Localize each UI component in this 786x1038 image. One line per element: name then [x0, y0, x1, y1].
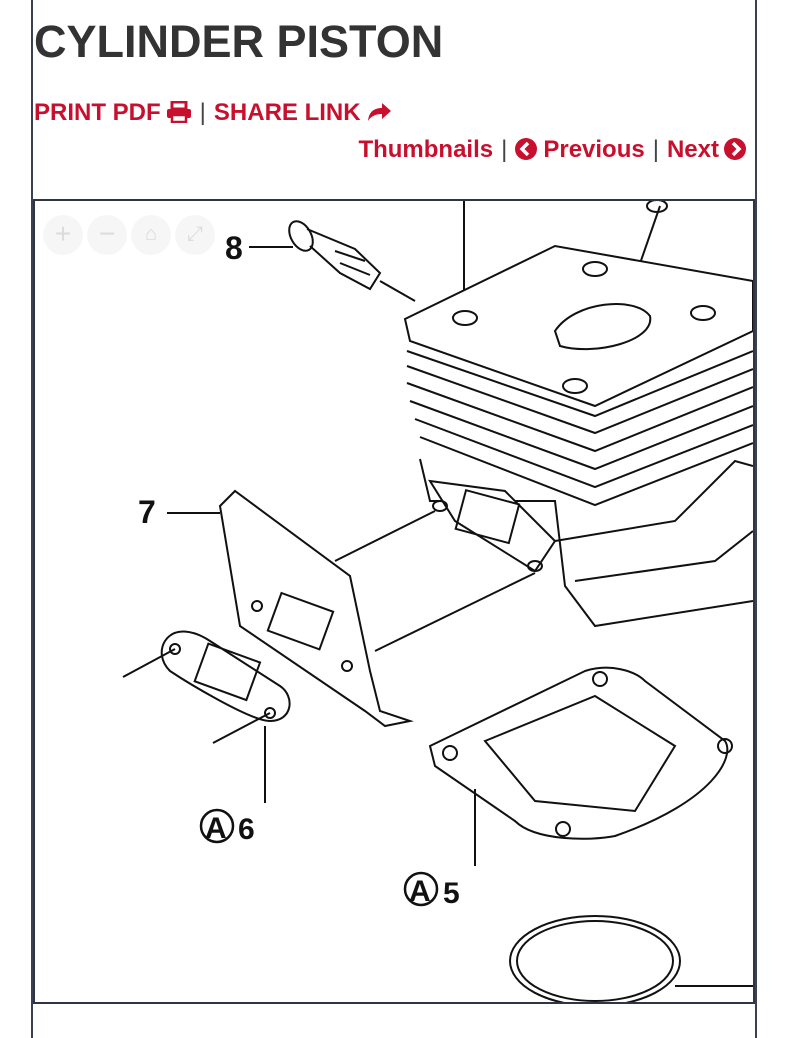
- home-button[interactable]: ⌂: [131, 215, 171, 255]
- callout-a-5: A: [409, 875, 431, 908]
- share-link[interactable]: SHARE LINK: [214, 99, 392, 126]
- share-arrow-icon: [366, 101, 392, 130]
- action-links: PRINT PDF | SHARE LINK: [34, 99, 392, 130]
- previous-label: Previous: [543, 136, 645, 163]
- callout-8: 8: [225, 230, 243, 266]
- callout-5: 5: [443, 877, 460, 910]
- chevron-right-circle-icon: [724, 138, 746, 167]
- page-title: CYLINDER PISTON: [34, 16, 444, 67]
- print-pdf-link[interactable]: PRINT PDF: [34, 99, 192, 126]
- separator: |: [501, 136, 508, 163]
- callout-7: 7: [138, 494, 156, 530]
- divider: [33, 1002, 753, 1004]
- navigation-links: Thumbnails | Previous | Next: [358, 136, 746, 167]
- chevron-left-circle-icon: [515, 138, 538, 167]
- zoom-in-button[interactable]: +: [43, 215, 83, 255]
- previous-link[interactable]: Previous: [515, 136, 645, 163]
- part-8-spark-plug: [249, 220, 416, 302]
- next-label: Next: [666, 136, 719, 163]
- part-5-base-gasket: [428, 666, 733, 866]
- page-frame: [31, 0, 757, 1038]
- full-page-button[interactable]: ⤢: [175, 215, 215, 255]
- printer-icon: [166, 100, 192, 130]
- share-link-label: SHARE LINK: [213, 99, 361, 126]
- print-pdf-label: PRINT PDF: [34, 99, 161, 126]
- next-link[interactable]: Next: [667, 136, 746, 163]
- exploded-parts-diagram: 8 7 A 6 A 5: [122, 201, 753, 1002]
- zoom-out-button[interactable]: −: [87, 215, 127, 255]
- part-6-gasket: [122, 630, 291, 803]
- callout-6: 6: [238, 813, 255, 846]
- diagram-viewer[interactable]: 8 7 A 6 A 5 + − ⌂ ⤢: [33, 199, 755, 1004]
- callout-a-6: A: [205, 812, 227, 845]
- part-7-heat-shield: [167, 489, 536, 728]
- cylinder: [403, 244, 753, 628]
- piston-ring: [509, 915, 753, 1002]
- separator: |: [652, 136, 659, 163]
- thumbnails-link[interactable]: Thumbnails: [358, 136, 494, 163]
- separator: |: [199, 99, 206, 126]
